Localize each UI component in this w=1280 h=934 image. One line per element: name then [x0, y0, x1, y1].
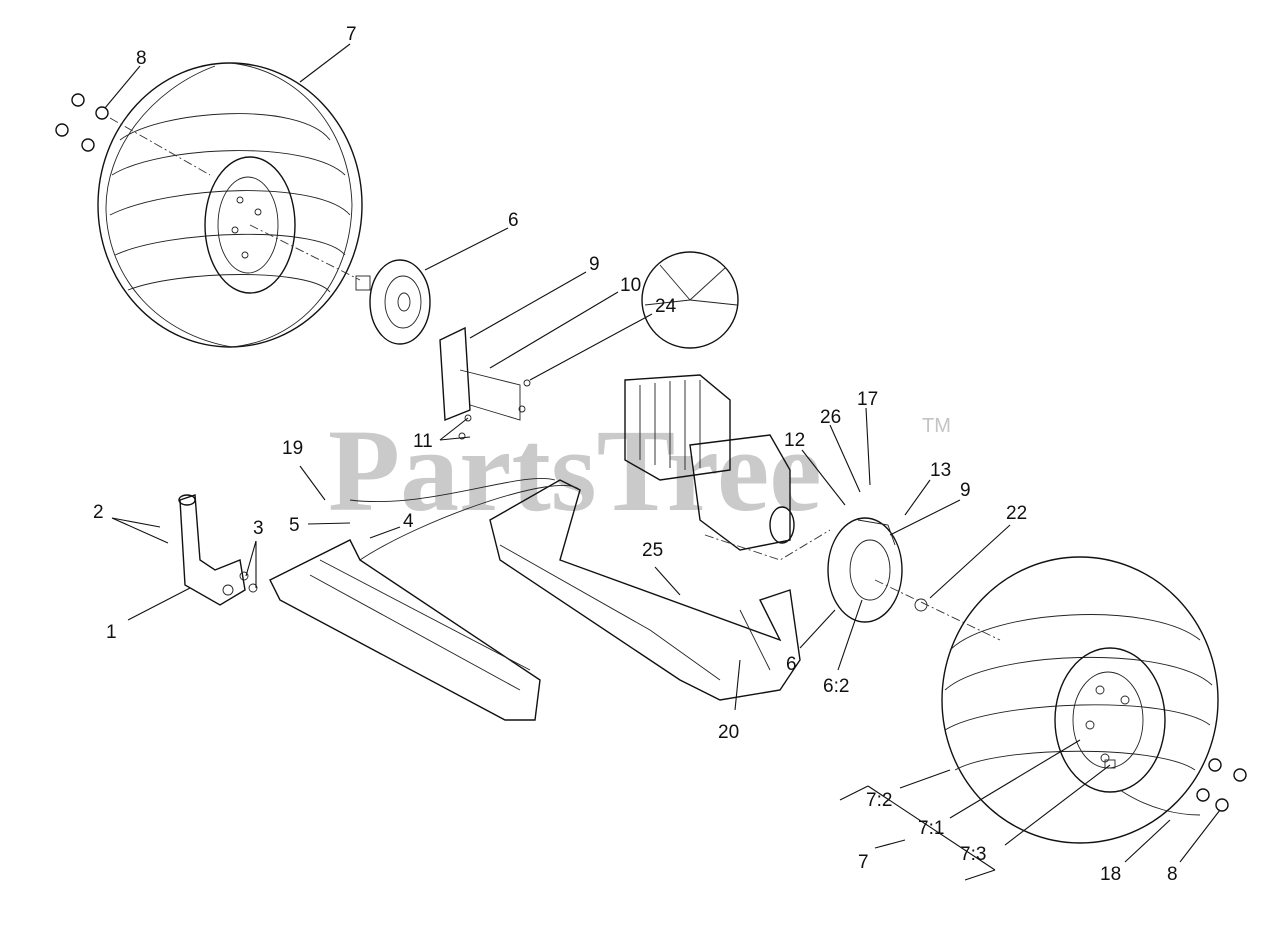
lug-nuts-bottom [1196, 758, 1247, 812]
right-wheel-assembly [941, 556, 1219, 844]
callout-19: 19 [282, 438, 303, 459]
callout-22: 22 [1006, 503, 1027, 524]
callout-6-top: 6 [508, 210, 519, 231]
callout-7-1: 7:1 [918, 818, 944, 839]
callout-25: 25 [642, 540, 663, 561]
callout-labels: 8 7 6 9 10 24 11 19 2 3 5 4 1 25 20 12 2… [93, 24, 1178, 885]
callout-6-2: 6:2 [823, 676, 849, 697]
callout-7-2: 7:2 [866, 790, 892, 811]
callout-2: 2 [93, 502, 104, 523]
callout-9-right: 9 [960, 480, 971, 501]
callout-12: 12 [784, 430, 805, 451]
callout-9-top: 9 [589, 254, 600, 275]
callout-5: 5 [289, 515, 300, 536]
callout-8-bottom: 8 [1167, 864, 1178, 885]
transmission-assembly [624, 251, 831, 561]
watermark-brand: PartsTree [328, 405, 822, 536]
callout-6-mid: 6 [786, 654, 797, 675]
callout-7-bottom: 7 [858, 852, 869, 873]
callout-1: 1 [106, 622, 117, 643]
callout-11: 11 [413, 431, 433, 452]
mounting-plate [269, 539, 541, 721]
hub-top [355, 259, 431, 345]
brake-bracket-top [439, 326, 531, 440]
callout-20: 20 [718, 722, 739, 743]
callout-18: 18 [1100, 864, 1121, 885]
callout-17: 17 [857, 389, 878, 410]
callout-26: 26 [820, 407, 841, 428]
callout-8-top: 8 [136, 48, 147, 69]
callout-10: 10 [620, 275, 641, 296]
caster-assembly [178, 494, 258, 606]
watermark-trademark: TM [922, 415, 951, 437]
callout-3: 3 [253, 518, 264, 539]
callout-7-top: 7 [346, 24, 357, 45]
hub-right [827, 517, 1001, 641]
left-wheel-assembly [97, 62, 363, 348]
callout-4: 4 [403, 511, 414, 532]
leader-lines [104, 43, 1221, 881]
callout-13: 13 [930, 460, 951, 481]
callout-24: 24 [655, 296, 677, 317]
frame-chassis [349, 477, 801, 701]
callout-7-3: 7:3 [960, 844, 986, 865]
lug-nuts-top [55, 93, 211, 176]
